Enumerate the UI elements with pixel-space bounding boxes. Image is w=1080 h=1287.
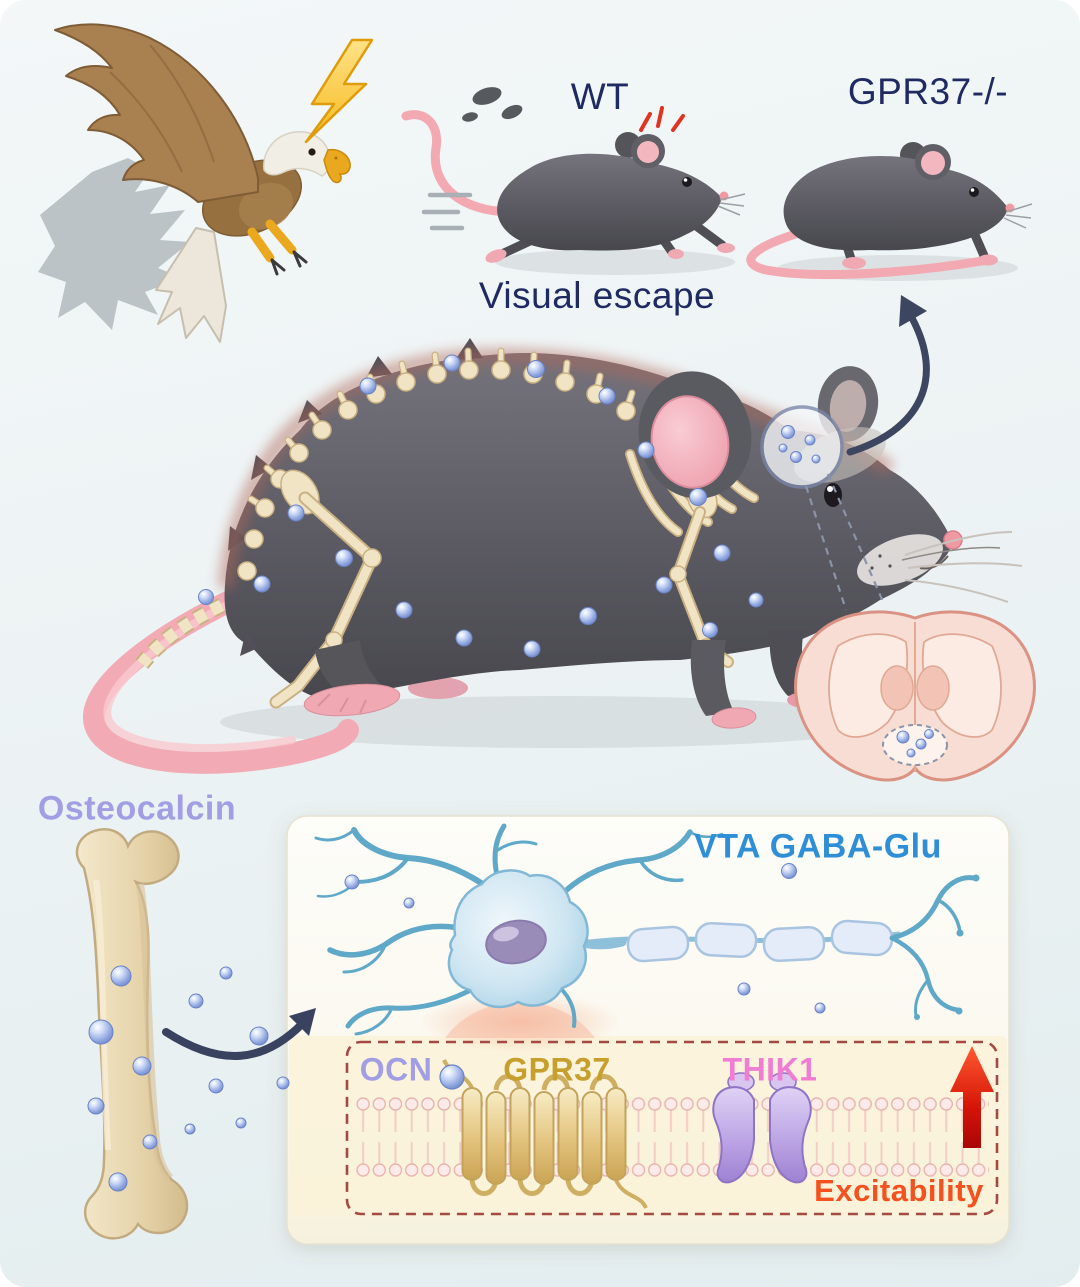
excitability-up-arrow-icon — [950, 1046, 994, 1148]
neuron-icon — [314, 823, 980, 1052]
excitability-label: Excitability — [814, 1173, 984, 1208]
mouse-skeleton-icon — [83, 338, 1023, 774]
lightning-icon — [304, 38, 374, 144]
membrane-dashed-box — [345, 1040, 999, 1216]
wt-label: WT — [570, 76, 630, 117]
gpr37-label: GPR37 — [503, 1051, 611, 1088]
magnifier-circle — [760, 405, 844, 489]
osteocalcin-particles-mouse — [198, 354, 764, 658]
projection-dashed-lines — [804, 473, 886, 611]
eagle-icon — [38, 23, 351, 343]
long-bone-icon — [75, 828, 316, 1240]
ocn-label: OCN — [359, 1051, 433, 1088]
escape-arrow — [846, 295, 930, 456]
ocn-ligand-particle — [439, 1064, 465, 1090]
visual-escape-label: Visual escape — [478, 275, 716, 316]
bone-to-neuron-arrow — [162, 1008, 316, 1060]
mechanism-panel — [286, 815, 1010, 1245]
osteocalcin-particles-bone — [87, 965, 290, 1192]
gpr37-receptor-icon — [439, 1059, 648, 1209]
lipid-bilayer — [355, 1096, 989, 1178]
vta-gaba-glu-label: VTA GABA-Glu — [694, 827, 942, 866]
osteocalcin-label: Osteocalcin — [37, 789, 237, 828]
brain-coronal-section-icon — [794, 610, 1036, 782]
standing-mouse-icon — [746, 142, 1033, 281]
gpr37-ko-label: GPR37-/- — [847, 71, 1009, 112]
running-mouse-icon — [401, 87, 746, 275]
thik1-label: THIK1 — [722, 1051, 818, 1088]
thik1-channel-icon — [712, 1072, 812, 1184]
